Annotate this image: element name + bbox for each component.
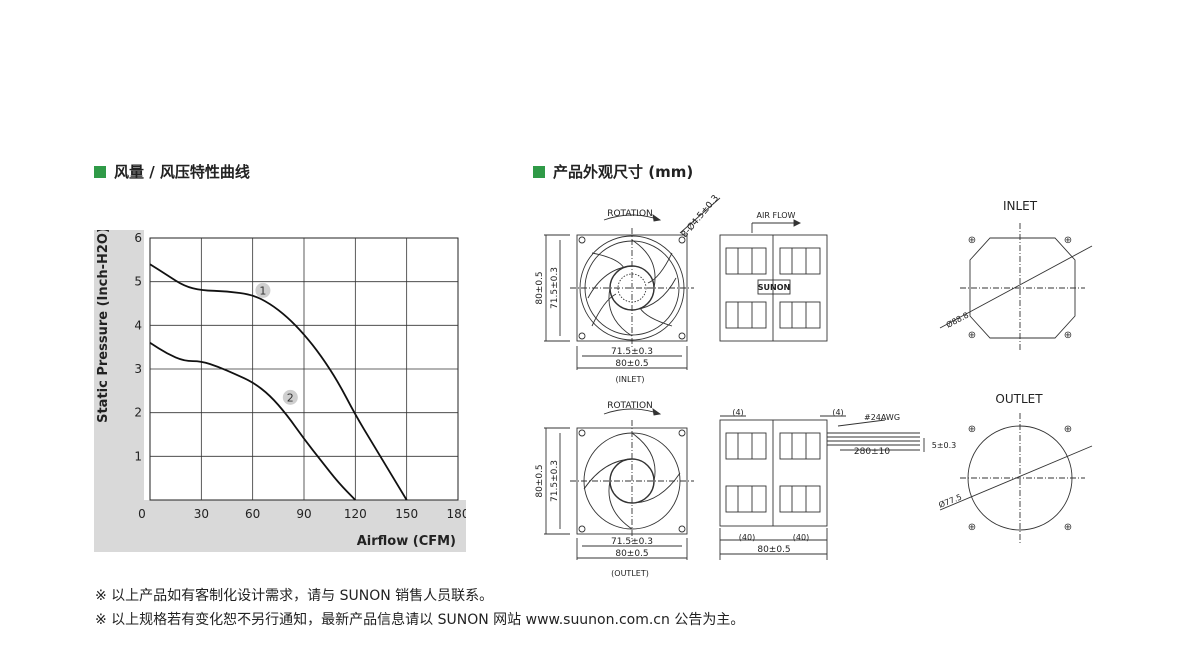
side-dim-4-right: (4) [832, 408, 843, 417]
outlet-caption: (OUTLET) [611, 569, 649, 578]
outlet-height-715: 71.5±0.3 [550, 460, 560, 502]
series-label-2: 2 [287, 391, 294, 404]
y-tick-label: 6 [134, 231, 142, 245]
outlet-face-title: OUTLET [995, 392, 1043, 406]
inlet-caption: (INLET) [616, 375, 645, 384]
series-marker-1 [255, 282, 271, 298]
y-axis-label: Static Pressure (Inch-H2O) [96, 230, 111, 423]
svg-text:⊕: ⊕ [968, 235, 976, 246]
side-dim-4-left: (4) [732, 408, 743, 417]
outlet-width-80: 80±0.5 [615, 549, 648, 559]
y-tick-labels: 1 2 3 4 5 6 [134, 231, 142, 463]
x-axis-label: Airflow (CFM) [357, 534, 456, 549]
y-tick-label: 2 [134, 406, 142, 420]
outlet-diameter-label: Ø77.5 [937, 492, 963, 510]
inlet-width-80: 80±0.5 [615, 359, 648, 369]
y-tick-label: 1 [134, 449, 142, 463]
chart-grid [150, 238, 458, 500]
y-tick-label: 5 [134, 275, 142, 289]
curve-title-text: 风量 / 风压特性曲线 [114, 163, 250, 181]
x-tick-label: 0 [138, 507, 146, 521]
inlet-face-view: ⊕ ⊕ ⊕ ⊕ [939, 223, 1093, 350]
dimension-title-text: 产品外观尺寸 (mm) [553, 163, 694, 181]
series-line-2 [149, 342, 356, 501]
x-tick-label: 180 [447, 507, 466, 521]
x-tick-label: 150 [395, 507, 418, 521]
chart-frame-bg [94, 230, 466, 552]
side-view-top [719, 219, 828, 342]
outlet-rotation-label: ROTATION [607, 401, 653, 411]
inlet-front-view [544, 197, 721, 370]
side-view-bottom [719, 415, 925, 560]
side-dim-40-right: (40) [793, 533, 809, 542]
x-tick-label: 30 [194, 507, 209, 521]
dimension-section-title: 产品外观尺寸 (mm) [533, 161, 693, 182]
hole-dimension-label: 8-Ø4.5±0.3 [679, 193, 721, 240]
chart-series: 12 [149, 263, 408, 501]
outlet-width-715: 71.5±0.3 [611, 537, 653, 547]
series-label-1: 1 [259, 284, 266, 297]
outlet-face-view: ⊕ ⊕ ⊕ ⊕ [939, 413, 1093, 543]
inlet-diameter-label: Ø88.8 [944, 310, 970, 330]
series-line-1 [149, 263, 408, 501]
dimension-drawings: ROTATION 8-Ø4.5±0.3 80±0.5 71.5±0.3 71.5… [535, 193, 1093, 578]
green-square-icon [533, 165, 545, 178]
svg-text:⊕: ⊕ [968, 522, 976, 533]
footnote-customization: ※ 以上产品如有客制化设计需求，请与 SUNON 销售人员联系。 [95, 588, 494, 604]
green-square-icon [94, 165, 106, 178]
series-marker-2 [282, 389, 298, 405]
inlet-rotation-label: ROTATION [607, 209, 653, 219]
svg-text:⊕: ⊕ [1064, 522, 1072, 533]
inlet-face-title: INLET [1003, 199, 1038, 213]
x-tick-label: 90 [296, 507, 311, 521]
outlet-height-80: 80±0.5 [535, 464, 545, 497]
outlet-front-view [544, 408, 694, 560]
svg-text:⊕: ⊕ [1064, 235, 1072, 246]
svg-text:⊕: ⊕ [968, 330, 976, 341]
lead-length-label: 280±10 [854, 447, 890, 457]
y-tick-label: 4 [134, 318, 142, 332]
x-tick-labels: 0 30 60 90 120 150 180 [138, 507, 466, 521]
svg-text:⊕: ⊕ [1064, 330, 1072, 341]
inlet-height-80: 80±0.5 [535, 271, 545, 304]
footnote-specification: ※ 以上规格若有变化恕不另行通知，最新产品信息请以 SUNON 网站 www.s… [95, 612, 745, 628]
strip-length-label: 5±0.3 [932, 441, 957, 450]
airflow-label: AIR FLOW [757, 211, 796, 220]
y-tick-label: 3 [134, 362, 142, 376]
x-tick-label: 60 [245, 507, 260, 521]
svg-text:⊕: ⊕ [968, 424, 976, 435]
wire-gauge-label: #24AWG [864, 413, 900, 422]
brand-label: SUNON [758, 283, 790, 292]
x-tick-label: 120 [344, 507, 367, 521]
side-width-80: 80±0.5 [757, 545, 790, 555]
side-dim-40-left: (40) [739, 533, 755, 542]
svg-text:⊕: ⊕ [1064, 424, 1072, 435]
inlet-height-715: 71.5±0.3 [550, 267, 560, 309]
curve-section-title: 风量 / 风压特性曲线 [94, 161, 250, 182]
inlet-width-715: 71.5±0.3 [611, 347, 653, 357]
